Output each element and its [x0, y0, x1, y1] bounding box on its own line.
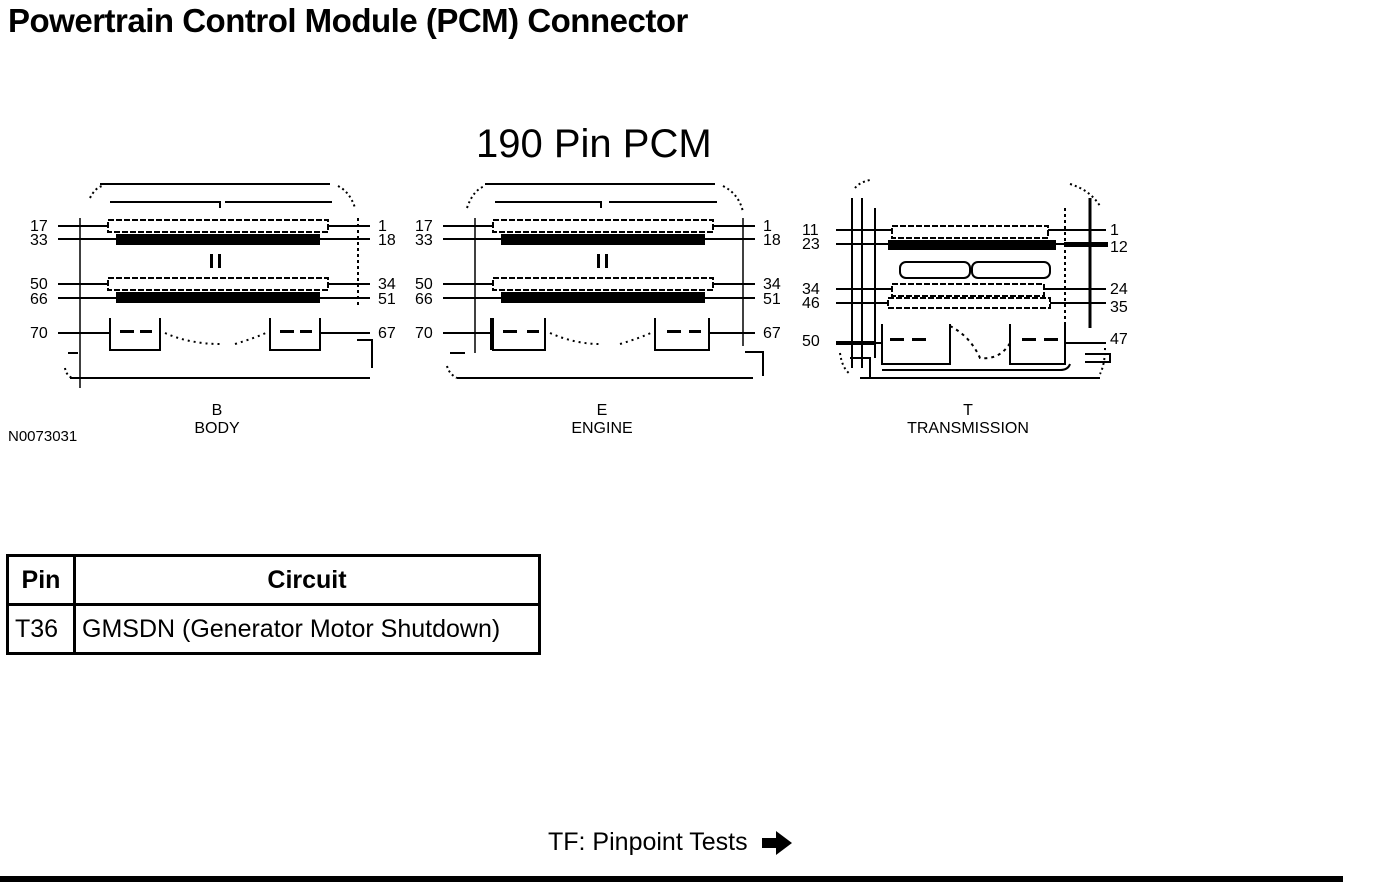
pin-label: 70: [30, 325, 48, 342]
connector-caption-engine: E ENGINE: [502, 402, 702, 438]
pin-label: 67: [378, 325, 396, 342]
pin-label: 67: [763, 325, 781, 342]
connector-name: ENGINE: [571, 420, 633, 437]
pin-label: 34: [763, 276, 781, 293]
connector-letter: T: [963, 402, 973, 419]
pin-label: 23: [802, 236, 820, 253]
connector-name: BODY: [194, 420, 240, 437]
figure-id: N0073031: [8, 428, 78, 445]
page-title: Powertrain Control Module (PCM) Connecto…: [8, 2, 688, 39]
pinpoint-tests-label[interactable]: TF: Pinpoint Tests: [548, 828, 748, 856]
pin-label: 50: [30, 276, 48, 293]
table-header-row: Pin Circuit: [6, 554, 541, 606]
pin-label: 66: [415, 291, 433, 308]
connector-caption-body: B BODY: [117, 402, 317, 438]
pin-label: 51: [763, 291, 781, 308]
pin-label: 24: [1110, 281, 1128, 298]
connector-transmission-diagram: 11 23 34 46 50 1 12 24 35 47: [802, 179, 1128, 379]
pin-label: 66: [30, 291, 48, 308]
connector-caption-transmission: T TRANSMISSION: [868, 402, 1068, 438]
diagram-title: 190 Pin PCM: [476, 122, 712, 166]
pin-circuit-table: Pin Circuit T36 GMSDN (Generator Motor S…: [6, 554, 541, 655]
pinpoint-tests-link[interactable]: TF: Pinpoint Tests: [548, 828, 794, 857]
connector-name: TRANSMISSION: [907, 420, 1029, 437]
pin-label: 1: [378, 218, 387, 235]
pin-label: 47: [1110, 331, 1128, 348]
pin-label: 33: [30, 232, 48, 249]
pin-label: 12: [1110, 239, 1128, 256]
pin-label: 35: [1110, 299, 1128, 316]
pin-label: 17: [415, 218, 433, 235]
column-header-pin: Pin: [6, 554, 76, 606]
connector-body-diagram: 17 33 50 66 70 1 18 34 51 67: [30, 183, 396, 388]
pin-label: 1: [1110, 222, 1119, 239]
connector-engine-diagram: 17 33 50 66 70 1 18 34 51 67: [415, 183, 781, 379]
table-row: T36 GMSDN (Generator Motor Shutdown): [6, 603, 541, 655]
pin-label: 18: [763, 232, 781, 249]
pin-label: 1: [763, 218, 772, 235]
connector-letter: B: [211, 402, 223, 419]
pin-label: 11: [802, 222, 819, 239]
pin-label: 17: [30, 218, 48, 235]
arrow-right-icon[interactable]: [760, 830, 794, 856]
pin-label: 50: [802, 333, 820, 350]
pin-label: 50: [415, 276, 433, 293]
pin-label: 46: [802, 295, 820, 312]
pin-label: 34: [802, 281, 820, 298]
circuit-cell: GMSDN (Generator Motor Shutdown): [73, 603, 541, 655]
pin-label: 33: [415, 232, 433, 249]
pin-label: 34: [378, 276, 396, 293]
bottom-divider: [0, 876, 1343, 882]
pin-label: 51: [378, 291, 396, 308]
connector-letter: E: [596, 402, 608, 419]
pin-label: 70: [415, 325, 433, 342]
pin-label: 18: [378, 232, 396, 249]
pin-cell: T36: [6, 603, 76, 655]
column-header-circuit: Circuit: [73, 554, 541, 606]
